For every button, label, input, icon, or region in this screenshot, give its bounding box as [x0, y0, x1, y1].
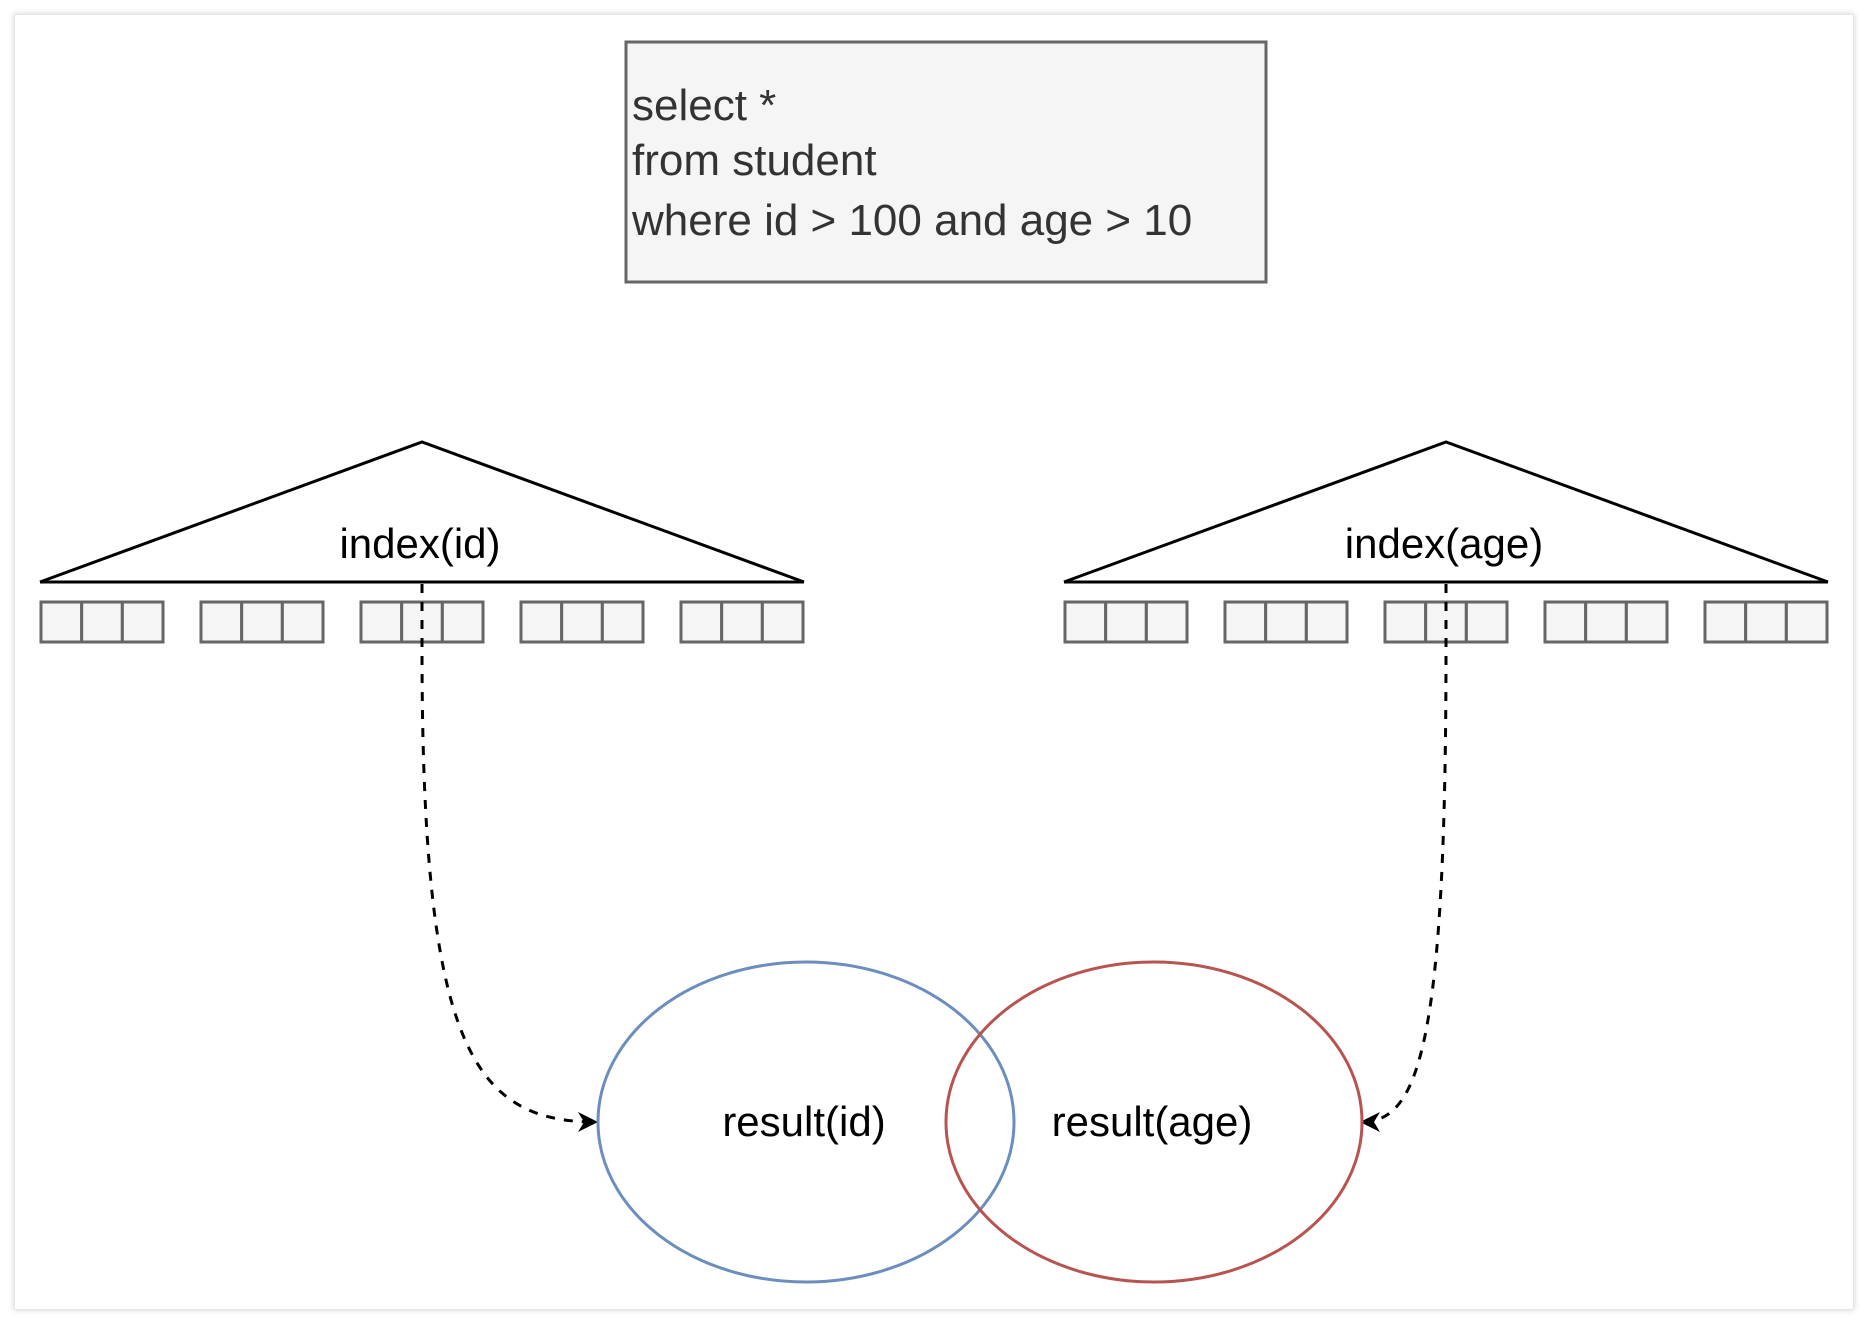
index-id-label: index(id) — [339, 520, 500, 567]
index-age-label: index(age) — [1345, 520, 1543, 567]
leaf-cell — [1543, 600, 1588, 644]
result-id-label: result(id) — [722, 1098, 885, 1145]
arrow-index-id-to-result-id — [420, 584, 598, 1132]
leaf-cell — [1584, 600, 1628, 644]
leaf-cell — [1703, 600, 1748, 644]
index-id-tree[interactable]: index(id) — [39, 440, 805, 644]
index-age-leaf-page-4 — [1543, 600, 1669, 644]
result-id-ellipse[interactable] — [596, 960, 1016, 1284]
leaf-cell — [440, 600, 485, 644]
leaf-cell — [280, 600, 325, 644]
leaf-cell — [1304, 600, 1349, 644]
index-age-triangle — [1063, 440, 1829, 584]
leaf-cell — [1223, 600, 1268, 644]
index-id-leaf-page-5 — [679, 600, 805, 644]
leaf-cell — [600, 600, 645, 644]
index-age-tree[interactable]: index(age) — [1063, 440, 1829, 644]
arrow-index-age-to-result-age — [1360, 584, 1448, 1132]
leaf-cell — [80, 600, 124, 644]
leaf-cell — [120, 600, 165, 644]
leaf-cell — [720, 600, 764, 644]
leaf-cell — [1104, 600, 1148, 644]
query-line-select: select * — [632, 81, 776, 130]
index-id-leaf-page-1 — [39, 600, 165, 644]
index-id-leaf-page-2 — [199, 600, 325, 644]
index-age-leaf-page-5 — [1703, 600, 1829, 644]
leaf-cell — [679, 600, 724, 644]
leaf-cell — [519, 600, 564, 644]
leaf-cell — [199, 600, 244, 644]
query-box-frame — [624, 40, 1268, 284]
leaf-cell — [359, 600, 404, 644]
leaf-cell — [1264, 600, 1308, 644]
leaf-cell — [39, 600, 84, 644]
leaf-cell — [1784, 600, 1829, 644]
leaf-cell — [1063, 600, 1108, 644]
leaf-cell — [560, 600, 604, 644]
leaf-cell — [240, 600, 284, 644]
index-age-leaf-pages — [1063, 600, 1829, 644]
index-id-leaf-page-4 — [519, 600, 645, 644]
index-age-leaf-page-2 — [1223, 600, 1349, 644]
leaf-cell — [1464, 600, 1509, 644]
query-box[interactable]: select * from student where id > 100 and… — [624, 40, 1268, 284]
leaf-cell — [1383, 600, 1428, 644]
leaf-cell — [1624, 600, 1669, 644]
leaf-cell — [1144, 600, 1189, 644]
query-line-from: from student — [632, 136, 877, 185]
index-id-leaf-pages — [39, 600, 805, 644]
leaf-cell — [1744, 600, 1788, 644]
index-age-leaf-page-1 — [1063, 600, 1189, 644]
leaf-cell — [760, 600, 805, 644]
result-age-label: result(age) — [1052, 1098, 1253, 1145]
query-line-where: where id > 100 and age > 10 — [631, 196, 1192, 245]
result-age-ellipse[interactable] — [944, 960, 1364, 1284]
index-id-triangle — [39, 440, 805, 584]
